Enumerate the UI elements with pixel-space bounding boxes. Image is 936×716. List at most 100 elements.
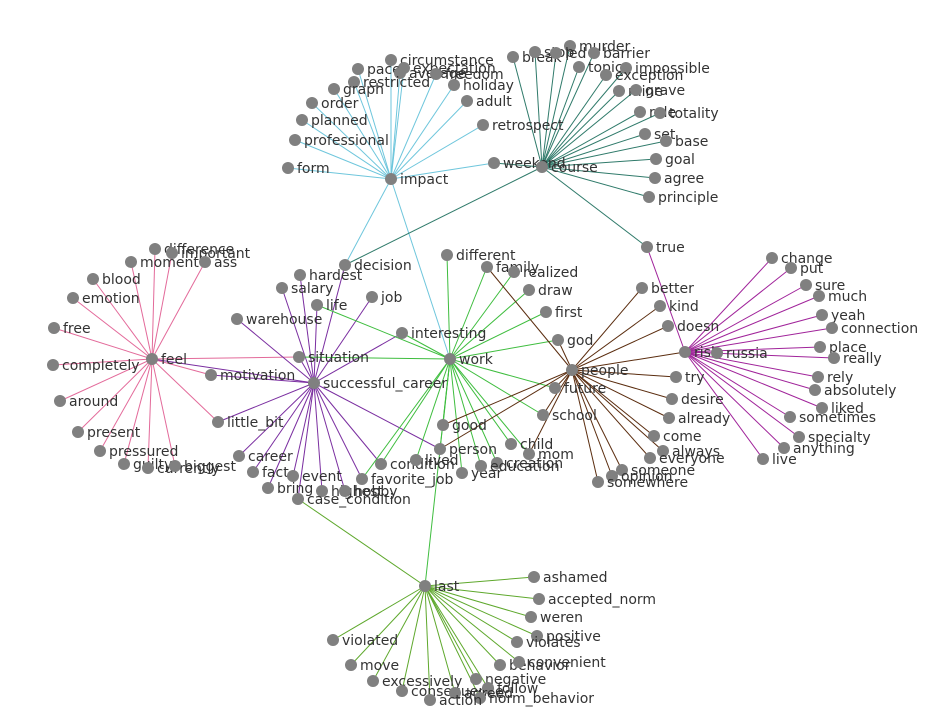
node-somewhere[interactable]: somewhere: [592, 475, 688, 491]
node-dot-moment[interactable]: [125, 256, 137, 268]
node-follow[interactable]: follow: [482, 681, 538, 697]
node-violates[interactable]: violates: [511, 635, 581, 651]
node-kind[interactable]: kind: [654, 299, 699, 315]
node-first[interactable]: first: [540, 305, 583, 321]
node-dot-motivation[interactable]: [205, 369, 217, 381]
node-dot-good[interactable]: [437, 419, 449, 431]
node-dot-kind[interactable]: [654, 300, 666, 312]
node-retrospect[interactable]: retrospect: [477, 118, 564, 134]
node-dot-lived[interactable]: [410, 454, 422, 466]
node-principle[interactable]: principle: [643, 190, 718, 206]
node-motivation[interactable]: motivation: [205, 368, 295, 384]
node-successful_career[interactable]: successful_career: [308, 376, 447, 392]
node-convenient[interactable]: convenient: [513, 655, 606, 671]
node-holiday[interactable]: holiday: [448, 78, 514, 94]
node-event[interactable]: event: [287, 469, 342, 485]
node-dot-convenient[interactable]: [513, 656, 525, 668]
node-live[interactable]: live: [757, 452, 797, 468]
node-dot-desire[interactable]: [666, 393, 678, 405]
node-connection[interactable]: connection: [826, 321, 918, 337]
node-dot-holiday[interactable]: [448, 79, 460, 91]
node-dot-stop[interactable]: [529, 46, 541, 58]
node-dot-work[interactable]: [444, 353, 456, 365]
node-dot-person[interactable]: [434, 443, 446, 455]
node-blood[interactable]: blood: [87, 272, 141, 288]
node-yeah[interactable]: yeah: [816, 308, 865, 324]
node-dot-free[interactable]: [48, 322, 60, 334]
node-put[interactable]: put: [785, 261, 824, 277]
node-dot-weren[interactable]: [525, 611, 537, 623]
node-dot-anything[interactable]: [778, 442, 790, 454]
node-dot-little_bit[interactable]: [212, 416, 224, 428]
node-dot-family[interactable]: [481, 261, 493, 273]
node-dot-job[interactable]: [366, 291, 378, 303]
node-dot-mom[interactable]: [523, 448, 535, 460]
node-base[interactable]: base: [660, 134, 708, 150]
node-dot-favorite_job[interactable]: [356, 473, 368, 485]
node-dot-really[interactable]: [828, 352, 840, 364]
node-dot-come[interactable]: [648, 430, 660, 442]
node-dot-present[interactable]: [72, 426, 84, 438]
node-grave[interactable]: grave: [630, 83, 685, 99]
node-dot-education[interactable]: [475, 460, 487, 472]
node-someone[interactable]: someone: [616, 463, 695, 479]
node-anything[interactable]: anything: [778, 441, 855, 457]
node-dot-feel[interactable]: [146, 353, 158, 365]
node-liked[interactable]: liked: [816, 401, 864, 417]
node-dot-highest[interactable]: [316, 485, 328, 497]
node-agree[interactable]: agree: [649, 171, 704, 187]
node-dot-hobby[interactable]: [339, 485, 351, 497]
node-already[interactable]: already: [663, 411, 730, 427]
node-dot-hardest[interactable]: [294, 269, 306, 281]
node-dot-difference[interactable]: [149, 243, 161, 255]
node-favorite_job[interactable]: favorite_job: [356, 472, 454, 488]
node-dot-break[interactable]: [507, 51, 519, 63]
node-better[interactable]: better: [636, 281, 694, 297]
node-dot-murder[interactable]: [564, 40, 576, 52]
node-place[interactable]: place: [814, 340, 867, 356]
node-free[interactable]: free: [48, 321, 91, 337]
node-dot-norm_behavior[interactable]: [474, 692, 486, 704]
node-dot-last[interactable]: [419, 580, 431, 592]
node-negative[interactable]: negative: [470, 672, 546, 688]
node-life[interactable]: life: [311, 298, 347, 314]
node-dot-doesn[interactable]: [662, 320, 674, 332]
node-dot-somewhere[interactable]: [592, 476, 604, 488]
node-try[interactable]: try: [670, 370, 705, 386]
node-condition[interactable]: condition: [375, 457, 455, 473]
node-dot-important[interactable]: [166, 247, 178, 259]
node-dot-order[interactable]: [306, 97, 318, 109]
node-dot-place[interactable]: [814, 341, 826, 353]
node-decision[interactable]: decision: [339, 258, 412, 274]
node-last[interactable]: last: [419, 579, 460, 595]
node-always[interactable]: always: [657, 444, 720, 460]
node-dot-led[interactable]: [550, 47, 562, 59]
node-dot-pace[interactable]: [352, 63, 364, 75]
node-dot-grave[interactable]: [630, 84, 642, 96]
node-dot-people[interactable]: [566, 364, 578, 376]
node-dot-set[interactable]: [639, 128, 651, 140]
node-weren[interactable]: weren: [525, 610, 583, 626]
node-dot-different[interactable]: [441, 249, 453, 261]
node-dot-condition[interactable]: [375, 458, 387, 470]
node-dot-school[interactable]: [537, 409, 549, 421]
node-dot-positive[interactable]: [531, 630, 543, 642]
node-dot-everyone[interactable]: [644, 452, 656, 464]
node-mom[interactable]: mom: [523, 447, 574, 463]
node-doesn[interactable]: doesn: [662, 319, 719, 335]
node-positive[interactable]: positive: [531, 629, 601, 645]
node-restricted[interactable]: restricted: [348, 75, 430, 91]
node-professional[interactable]: professional: [289, 133, 389, 149]
node-dot-ass[interactable]: [199, 256, 211, 268]
node-led[interactable]: led: [550, 46, 586, 62]
node-feel[interactable]: feel: [146, 352, 187, 368]
node-dot-planned[interactable]: [296, 114, 308, 126]
node-dot-realized[interactable]: [508, 266, 520, 278]
node-order[interactable]: order: [306, 96, 359, 112]
node-warehouse[interactable]: warehouse: [231, 312, 322, 328]
node-present[interactable]: present: [72, 425, 141, 441]
node-dot-follow[interactable]: [482, 682, 494, 694]
node-dot-retrospect[interactable]: [477, 119, 489, 131]
node-dot-situation[interactable]: [293, 351, 305, 363]
node-work[interactable]: work: [444, 352, 494, 368]
